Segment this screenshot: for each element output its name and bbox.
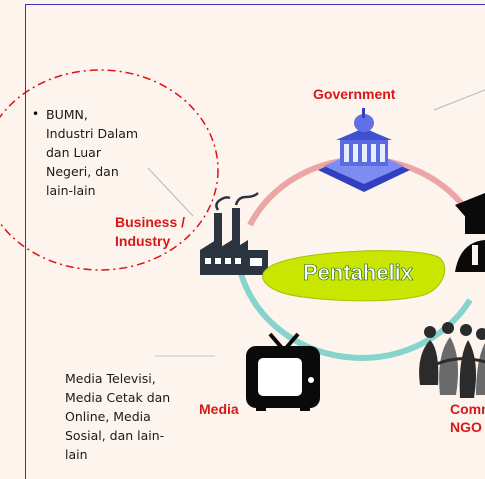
community-people-icon [419, 322, 485, 398]
media-note-text: Media Televisi, Media Cetak dan Online, … [65, 371, 171, 462]
cycle-ring-bottom-arc [237, 269, 473, 361]
frame-top-border [25, 4, 485, 5]
pentahelix-banner-shape [262, 250, 446, 302]
government-building-icon [318, 108, 410, 192]
television-icon [246, 332, 320, 411]
business-note-bullet: • [32, 107, 40, 121]
business-note-text: BUMN, Industri Dalam dan Luar Negeri, da… [46, 107, 139, 198]
node-label-community: Comm NGO [450, 401, 485, 435]
frame-left-border [25, 4, 26, 479]
node-label-government: Government [313, 86, 396, 102]
node-label-media: Media [199, 401, 239, 417]
pentahelix-label: Pentahelix [303, 260, 414, 285]
factory-icon [200, 192, 268, 275]
connector-line-business [147, 167, 194, 217]
node-label-business: Business / Industry [115, 214, 186, 249]
graduate-icon [455, 193, 485, 272]
connector-line-government [433, 89, 485, 111]
business-note-dashed-ellipse [0, 69, 219, 271]
